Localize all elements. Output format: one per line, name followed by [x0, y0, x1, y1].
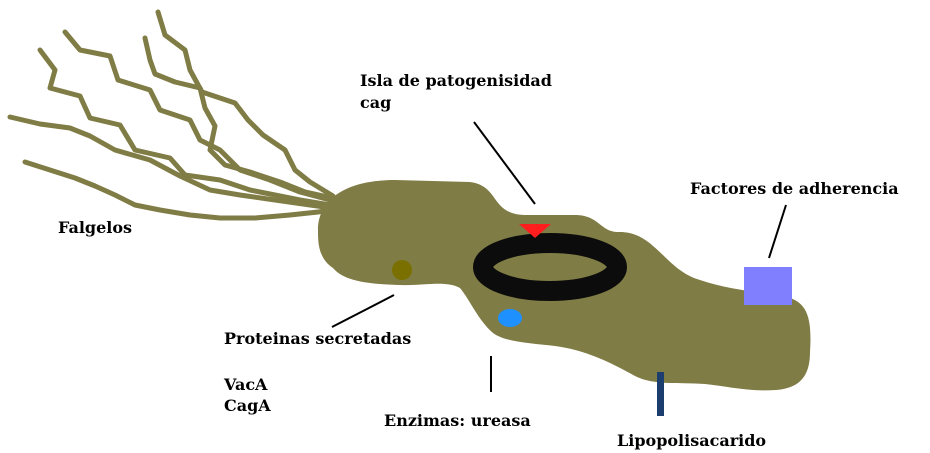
secreted-leader-line — [332, 295, 394, 327]
secreted-label: Proteinas secretadas — [224, 329, 411, 348]
lps-bar — [657, 372, 664, 416]
island-label-line2: cag — [360, 93, 391, 112]
adherence-leader-line — [769, 205, 786, 258]
adherence-square — [744, 267, 792, 305]
secreted-protein-dot — [392, 260, 412, 280]
flagella-label: Falgelos — [58, 218, 132, 237]
vaca-label: VacA — [223, 375, 268, 394]
island-label-line1: Isla de patogenisidad — [360, 71, 552, 90]
adherence-label: Factores de adherencia — [690, 179, 899, 198]
caga-label: CagA — [224, 396, 271, 415]
urease-dot — [498, 309, 522, 327]
flagella-group — [10, 12, 333, 218]
lps-label: Lipopolisacarido — [617, 431, 766, 450]
enzymes-label: Enzimas: ureasa — [384, 411, 531, 430]
